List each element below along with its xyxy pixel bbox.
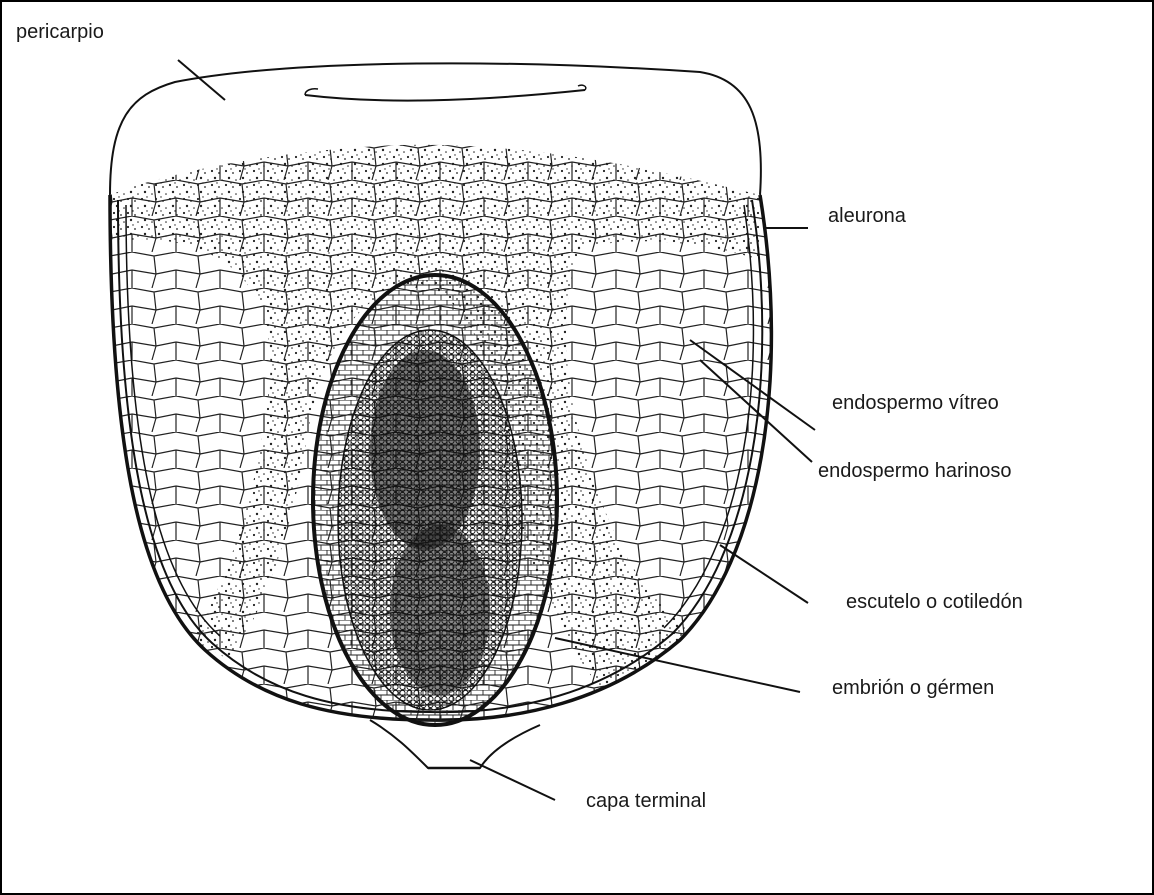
embryo (338, 330, 522, 710)
label-tip-cap: capa terminal (586, 791, 706, 811)
label-vitreous-endosperm: endospermo vítreo (832, 393, 999, 413)
label-floury-endosperm: endospermo harinoso (818, 461, 1011, 481)
tip-cap (370, 720, 540, 768)
label-pericarp: pericarpio (16, 22, 104, 42)
label-scutellum: escutelo o cotiledón (846, 592, 1023, 612)
label-aleurone: aleurona (828, 206, 906, 226)
label-embryo: embrión o gérmen (832, 678, 994, 698)
